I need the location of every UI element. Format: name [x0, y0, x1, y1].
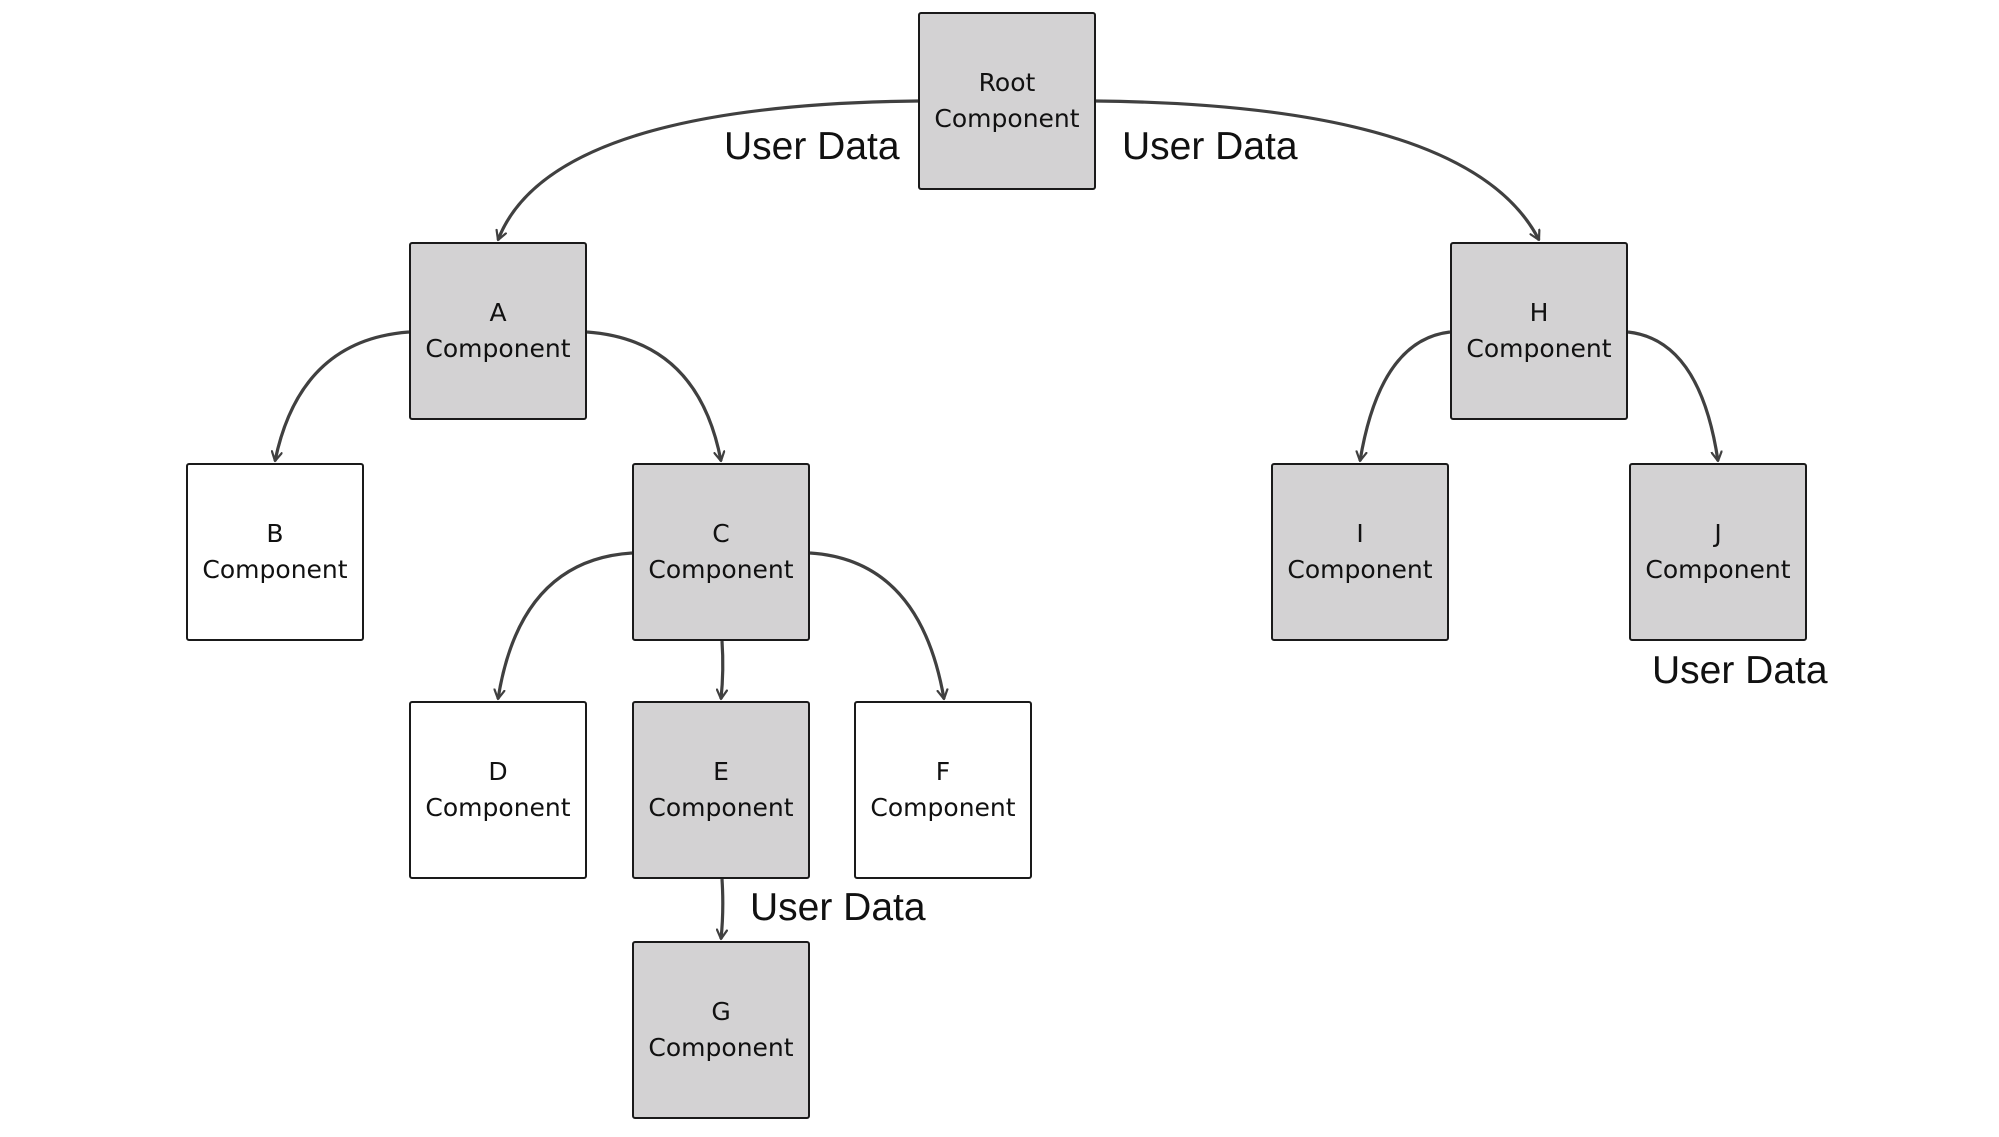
- node-c-name: C: [712, 519, 730, 548]
- node-i-component: I Component: [1271, 463, 1449, 641]
- node-i-name: I: [1356, 519, 1364, 548]
- edge-root-a-arrow: [498, 99, 919, 240]
- user-data-label-e-g: User Data: [750, 886, 926, 929]
- node-b-component: B Component: [186, 463, 364, 641]
- edge-c-f-arrow: [809, 551, 944, 699]
- node-d-component: D Component: [409, 701, 587, 879]
- node-e-name: E: [713, 757, 729, 786]
- edge-root-h-arrow: [1095, 99, 1539, 240]
- node-f-name: F: [935, 757, 951, 786]
- node-i-type: Component: [1287, 555, 1433, 584]
- node-h-type: Component: [1466, 334, 1612, 363]
- node-a-component: A Component: [409, 242, 587, 420]
- node-e-type: Component: [648, 793, 794, 822]
- node-d-name: D: [488, 757, 508, 786]
- node-b-name: B: [266, 519, 284, 548]
- node-e-component: E Component: [632, 701, 810, 879]
- node-f-type: Component: [870, 793, 1016, 822]
- edge-h-i-arrow: [1360, 330, 1451, 461]
- node-j-name: J: [1714, 519, 1722, 548]
- edge-e-g-arrow: [721, 878, 723, 939]
- user-data-label-root-a: User Data: [724, 125, 900, 168]
- node-c-component: C Component: [632, 463, 810, 641]
- node-g-component: G Component: [632, 941, 810, 1119]
- user-data-label-root-h: User Data: [1122, 125, 1298, 168]
- edge-c-e-arrow: [721, 640, 723, 699]
- node-a-name: A: [489, 298, 507, 327]
- node-f-component: F Component: [854, 701, 1032, 879]
- node-b-type: Component: [202, 555, 348, 584]
- user-data-label-j: User Data: [1652, 649, 1828, 692]
- edge-h-j-arrow: [1627, 330, 1718, 461]
- node-g-type: Component: [648, 1033, 794, 1062]
- edge-a-b-arrow: [275, 330, 410, 461]
- edge-a-c-arrow: [586, 330, 721, 461]
- node-d-type: Component: [425, 793, 571, 822]
- edge-c-d-arrow: [498, 551, 633, 699]
- node-root-type: Component: [934, 104, 1080, 133]
- node-j-component: J Component: [1629, 463, 1807, 641]
- node-h-name: H: [1529, 298, 1549, 327]
- node-g-name: G: [711, 997, 731, 1026]
- node-a-type: Component: [425, 334, 571, 363]
- node-h-component: H Component: [1450, 242, 1628, 420]
- node-c-type: Component: [648, 555, 794, 584]
- node-root-name: Root: [978, 68, 1036, 97]
- node-j-type: Component: [1645, 555, 1791, 584]
